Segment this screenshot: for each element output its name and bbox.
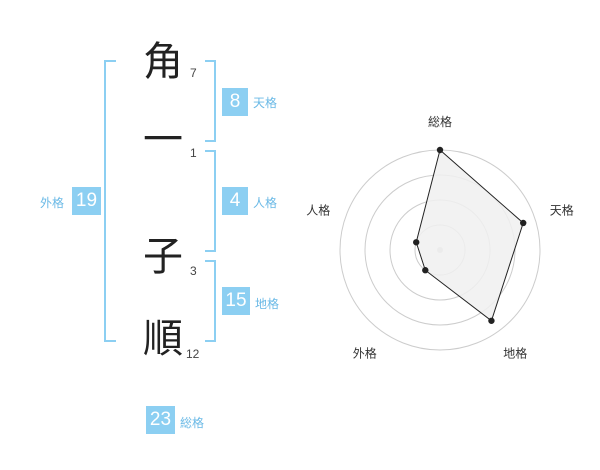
stroke-count-1: 7 bbox=[190, 66, 197, 80]
soukaku-label: 総格 bbox=[180, 416, 205, 430]
radar-axis-label-3: 外格 bbox=[353, 346, 377, 361]
radar-point-2 bbox=[488, 317, 495, 324]
name-char-1: 角 bbox=[143, 39, 183, 85]
tenkaku-bracket bbox=[205, 60, 216, 142]
name-char-3: 子 bbox=[143, 234, 183, 280]
radar-point-1 bbox=[520, 219, 527, 227]
stroke-count-4: 12 bbox=[186, 347, 200, 361]
stroke-count-3: 3 bbox=[190, 264, 197, 278]
radar-point-0 bbox=[436, 146, 444, 154]
gaikaku-label: 外格 bbox=[40, 196, 65, 210]
jinkaku-bracket bbox=[205, 150, 216, 252]
tenkaku-label: 天格 bbox=[253, 96, 278, 110]
jinkaku-label: 人格 bbox=[253, 196, 278, 210]
tenkaku-value: 8 bbox=[222, 88, 248, 116]
jinkaku-value: 4 bbox=[222, 187, 248, 215]
radar-axis-label-1: 天格 bbox=[550, 202, 574, 217]
radar-axis-label-0: 総格 bbox=[428, 114, 452, 129]
radar-axis-label-2: 地格 bbox=[503, 346, 527, 361]
name-char-2: 一 bbox=[143, 117, 183, 163]
radar-series-area bbox=[415, 149, 524, 322]
stroke-count-2: 1 bbox=[190, 146, 197, 160]
gaikaku-value: 19 bbox=[72, 187, 101, 215]
radar-point-3 bbox=[422, 267, 429, 274]
chikaku-value: 15 bbox=[222, 287, 250, 315]
chikaku-bracket bbox=[205, 260, 216, 342]
gaikaku-bracket bbox=[104, 60, 116, 342]
soukaku-value: 23 bbox=[146, 406, 175, 434]
chikaku-label: 地格 bbox=[255, 297, 280, 311]
name-char-4: 順 bbox=[143, 316, 183, 362]
radar-axis-label-4: 人格 bbox=[306, 202, 330, 217]
radar-point-4 bbox=[413, 239, 420, 246]
